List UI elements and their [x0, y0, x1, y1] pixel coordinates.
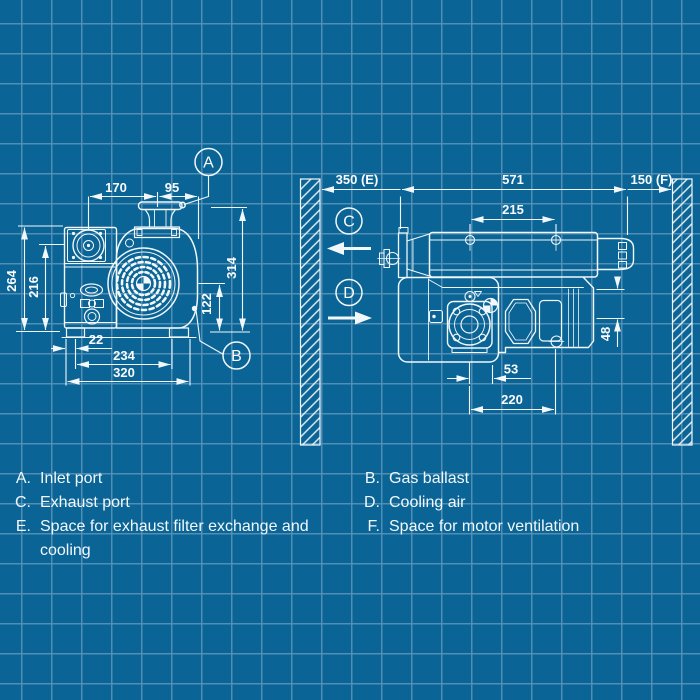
callout-d-letter: D: [343, 285, 355, 302]
motor-end-cap: [597, 237, 635, 271]
legend-item: D. Cooling air: [360, 491, 660, 515]
callout-c: C: [327, 207, 371, 255]
legend-key: C.: [15, 494, 31, 511]
dim-53: 53: [504, 362, 518, 377]
dim-48: 48: [598, 327, 613, 341]
front-view-dimensions: 170 95 264 216 314 122 22 234 320: [4, 180, 250, 386]
pump-foot-left: [65, 327, 86, 338]
callout-a: A: [179, 147, 223, 209]
callout-a-letter: A: [203, 155, 214, 172]
dim-22: 22: [89, 332, 103, 347]
dim-234: 234: [113, 348, 135, 363]
legend-label: Cooling air: [389, 494, 466, 511]
legend-key: F.: [367, 518, 380, 535]
callout-d: D: [328, 278, 372, 325]
dim-220: 220: [501, 392, 523, 407]
sight-glass: [79, 283, 104, 297]
callout-b-letter: B: [231, 348, 242, 365]
dim-350-e: 350 (E): [336, 172, 379, 187]
pump-foot-right: [168, 327, 190, 338]
callout-c-letter: C: [343, 214, 355, 231]
wall-right: [671, 178, 693, 446]
legend-label: Exhaust port: [40, 494, 130, 511]
pump-housing: [115, 227, 199, 329]
legend-right-column: B. Gas ballast D. Cooling air F. Space f…: [360, 467, 660, 539]
callout-b: B: [195, 309, 251, 370]
dim-571: 571: [502, 172, 524, 187]
legend-item: C. Exhaust port: [11, 491, 311, 515]
side-view-pump: [377, 227, 635, 363]
dim-320: 320: [113, 365, 135, 380]
exhaust-box-side: [428, 231, 599, 278]
legend-item: B. Gas ballast: [360, 467, 660, 491]
wall-left: [299, 178, 321, 446]
legend-key: B.: [364, 470, 380, 487]
dim-215: 215: [502, 202, 524, 217]
dim-95: 95: [165, 180, 179, 195]
dim-150-f: 150 (F): [631, 172, 673, 187]
valve-handle: [80, 299, 90, 308]
dim-314: 314: [224, 256, 239, 278]
legend-item: F. Space for motor ventilation: [360, 515, 660, 539]
legend-left-column: A. Inlet port C. Exhaust port E. Space f…: [11, 467, 311, 563]
legend-label: Space for exhaust filter exchange and co…: [40, 518, 309, 559]
side-view-dimensions: 350 (E) 571 150 (F) 215 48 53 220: [322, 172, 672, 415]
front-view: 170 95 264 216 314 122 22 234 320 A B: [4, 147, 251, 386]
legend-key: D.: [364, 494, 380, 511]
pump-body-side: [397, 276, 500, 363]
dim-264: 264: [4, 269, 19, 291]
dim-170: 170: [105, 180, 127, 195]
legend-item: E. Space for exhaust filter exchange and…: [11, 515, 311, 563]
cooling-opening: [504, 298, 537, 345]
inlet-flange: [137, 201, 183, 211]
front-view-pump: [60, 201, 199, 338]
legend-key: E.: [15, 518, 31, 535]
legend-label: Inlet port: [40, 470, 103, 487]
legend-key: A.: [15, 470, 31, 487]
legend-label: Gas ballast: [389, 470, 470, 487]
oil-drain-plug: [83, 308, 101, 325]
dim-122: 122: [199, 293, 214, 315]
dim-216: 216: [26, 276, 41, 298]
fan-grille: [107, 247, 180, 320]
centroid-symbol-side: [482, 297, 499, 314]
legend-label: Space for motor ventilation: [389, 518, 580, 535]
side-view: 350 (E) 571 150 (F) 215 48 53 220 C D: [299, 172, 693, 446]
legend-item: A. Inlet port: [11, 467, 311, 491]
